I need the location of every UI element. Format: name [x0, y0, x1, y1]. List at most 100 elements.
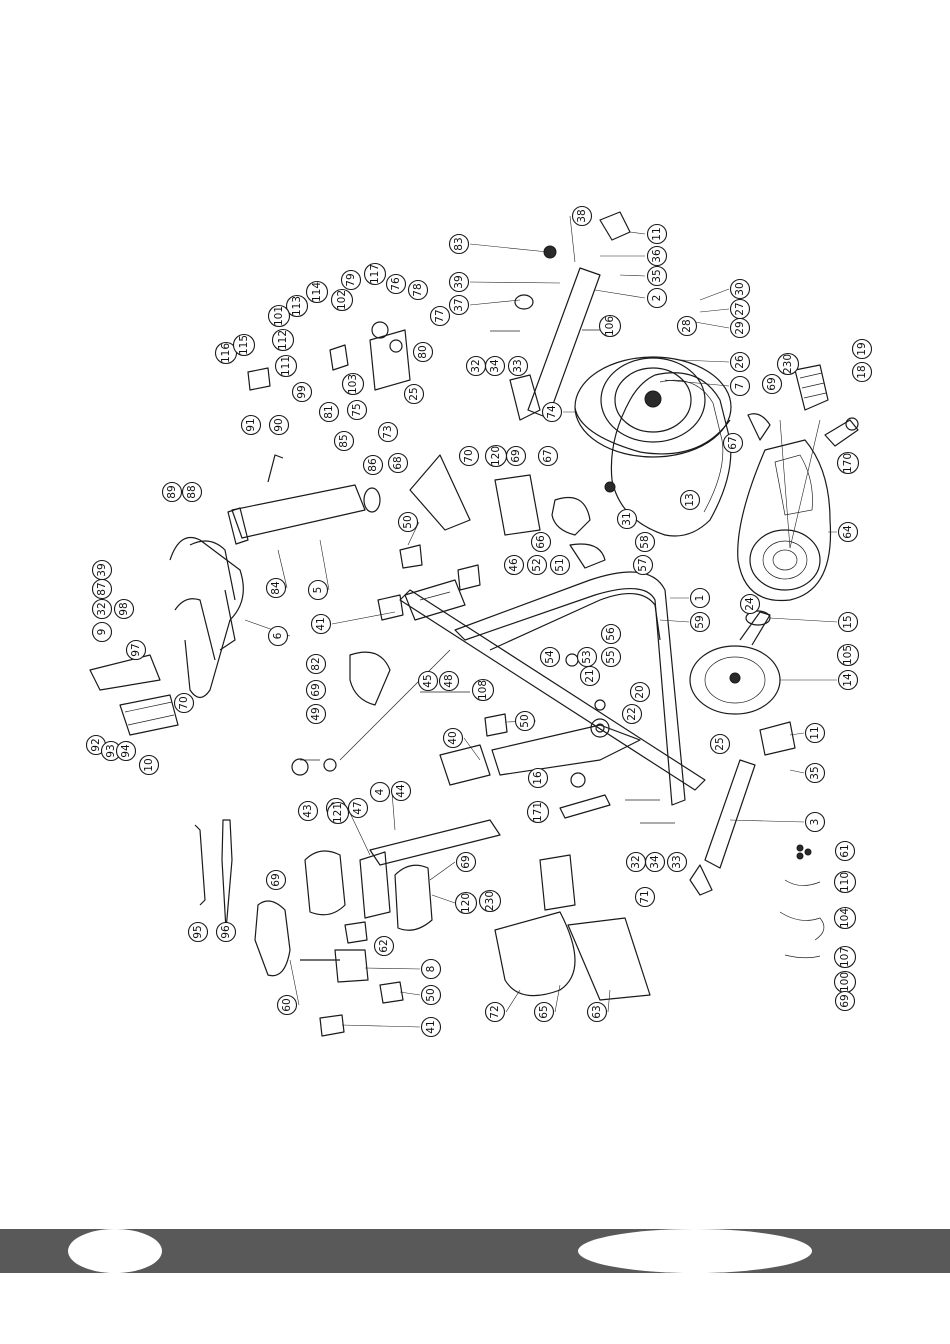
callout-circle [340, 269, 362, 291]
part-callout: 56 [600, 623, 622, 645]
callout-circle [265, 577, 287, 599]
part-callout: 69 [455, 851, 477, 873]
callout-number: 14 [842, 673, 854, 687]
callout-circle [310, 613, 332, 635]
callout-circle [330, 288, 354, 312]
part-callout: 106 [598, 314, 622, 338]
callout-number: 90 [273, 418, 285, 431]
callout-number: 41 [315, 617, 327, 630]
callout-number: 114 [311, 282, 323, 302]
callout-number: 67 [727, 436, 739, 449]
part-callout: 32 [625, 851, 647, 873]
callout-circle [646, 265, 668, 287]
callout-number: 18 [856, 365, 868, 378]
part-callout: 68 [387, 452, 409, 474]
callout-number: 7 [734, 383, 746, 390]
part-callout: 70 [173, 692, 195, 714]
callout-circle [804, 722, 826, 744]
part-callout: 117 [363, 262, 387, 286]
callout-number: 69 [270, 873, 282, 886]
callout-circle [173, 692, 195, 714]
part-callout: 52 [526, 554, 548, 576]
callout-number: 20 [634, 685, 646, 698]
callout-circle [729, 278, 751, 300]
callout-number: 61 [839, 844, 851, 857]
callout-number: 85 [338, 434, 350, 447]
callout-number: 80 [417, 345, 429, 358]
callout-number: 16 [532, 771, 544, 785]
part-callout: 69 [265, 869, 287, 891]
part-callout: 57 [632, 554, 654, 576]
callout-circle [181, 481, 203, 503]
part-callout: 32 [91, 598, 113, 620]
callout-circle [632, 554, 654, 576]
part-callout: 5 [307, 579, 329, 601]
part-callout: 10 [138, 754, 160, 776]
part-callout: 80 [412, 341, 434, 363]
handlebar [169, 536, 244, 699]
part-callout: 101 [267, 304, 291, 328]
part-callout: 16 [527, 767, 549, 789]
part-callout: 50 [397, 511, 419, 533]
callout-number: 33 [512, 359, 524, 372]
callout-number: 70 [463, 449, 475, 462]
callout-circle [689, 587, 711, 609]
callout-circle [505, 445, 527, 467]
callout-number: 102 [336, 290, 348, 310]
part-callout: 35 [804, 762, 826, 784]
callout-circle [514, 710, 536, 732]
callout-number: 112 [277, 330, 289, 350]
part-callout: 85 [333, 430, 355, 452]
callout-circle [429, 305, 451, 327]
part-callout: 50 [420, 984, 442, 1006]
callout-circle [676, 315, 698, 337]
part-callout: 51 [549, 554, 571, 576]
part-callout: 87 [91, 578, 113, 600]
callout-circle [644, 851, 666, 873]
part-callout: 38 [571, 205, 593, 227]
callout-circle [397, 511, 419, 533]
part-callout: 46 [503, 554, 525, 576]
callout-circle [600, 646, 622, 668]
callout-number: 120 [490, 446, 502, 466]
callout-number: 11 [651, 227, 663, 240]
callout-circle [215, 921, 237, 943]
callout-number: 53 [581, 650, 593, 663]
handlebar-post [509, 211, 631, 421]
part-callout: 31 [616, 508, 638, 530]
callout-number: 95 [192, 925, 204, 938]
callout-circle [629, 681, 651, 703]
tools [194, 819, 233, 931]
callout-number: 74 [546, 405, 558, 419]
part-callout: 90 [268, 414, 290, 436]
part-callout: 171 [526, 800, 550, 824]
part-callout: 49 [305, 703, 327, 725]
callout-circle [417, 670, 439, 692]
callout-number: 76 [390, 277, 402, 291]
callout-number: 170 [842, 453, 854, 473]
part-callout: 1 [689, 587, 711, 609]
part-callout: 59 [689, 611, 711, 633]
callout-number: 60 [281, 998, 293, 1011]
callout-circle [265, 869, 287, 891]
part-callout: 32 [465, 355, 487, 377]
callout-number: 79 [345, 273, 357, 286]
callout-number: 108 [477, 680, 489, 700]
callout-number: 106 [604, 316, 616, 336]
part-callout: 11 [646, 223, 668, 245]
part-callout: 28 [676, 315, 698, 337]
callout-circle [333, 430, 355, 452]
part-callout: 60 [276, 994, 298, 1016]
callout-number: 56 [605, 627, 617, 641]
callout-circle [729, 351, 751, 373]
callout-circle [291, 381, 313, 403]
callout-circle [533, 1001, 555, 1023]
callout-number: 19 [856, 342, 868, 355]
callout-number: 73 [382, 425, 394, 438]
callout-number: 32 [96, 602, 108, 615]
callout-circle [837, 669, 859, 691]
callout-number: 116 [220, 343, 232, 363]
part-callout: 70 [458, 445, 480, 467]
callout-number: 69 [766, 377, 778, 390]
